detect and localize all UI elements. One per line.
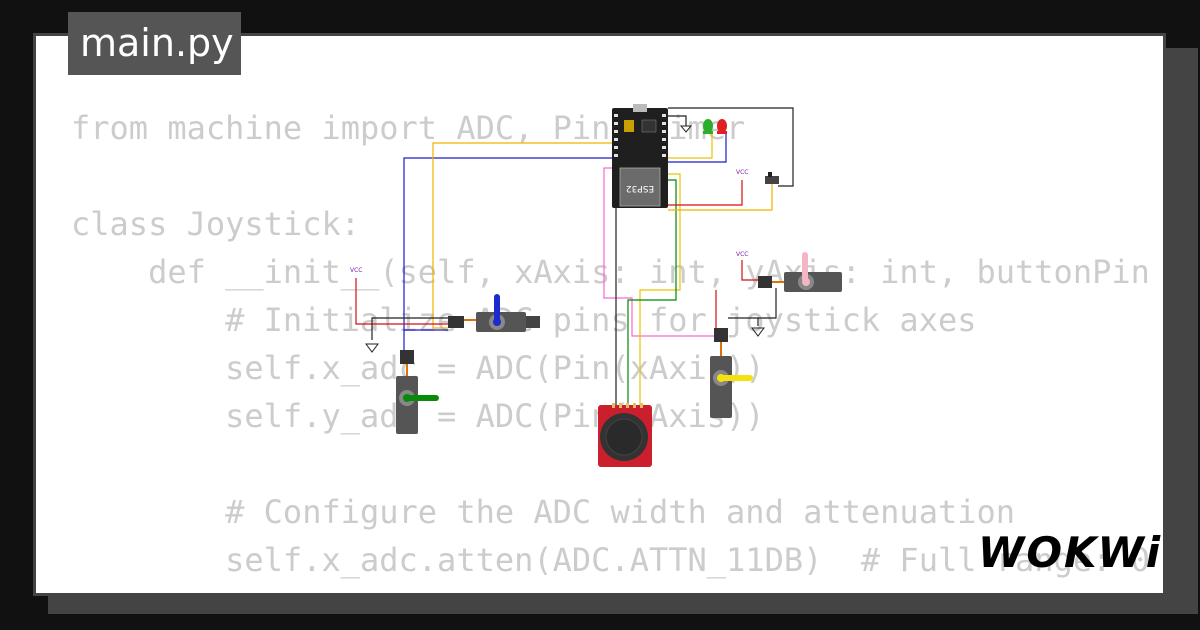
wire-yellow xyxy=(639,173,681,405)
vcc-label: VCC xyxy=(350,267,362,274)
joystick-module[interactable] xyxy=(598,403,652,467)
wokwi-logo: WOKWi xyxy=(978,528,1163,577)
servo-blue[interactable] xyxy=(448,294,540,332)
wire-orange xyxy=(432,142,612,329)
wire-servo3-gnd xyxy=(728,288,777,319)
wire-servo1-gnd xyxy=(371,317,448,340)
servo-green[interactable] xyxy=(396,350,439,434)
servo-yellow[interactable] xyxy=(710,328,753,418)
wire-green xyxy=(627,179,677,405)
slide-switch[interactable] xyxy=(765,172,779,184)
wire-pink xyxy=(603,167,716,337)
led-red[interactable] xyxy=(717,119,727,134)
wire-servo1-vcc xyxy=(355,278,448,325)
code-line: self.x_adc.atten(ADC.ATTN_11DB) # Full r… xyxy=(71,541,1150,579)
ground-symbol xyxy=(679,125,693,133)
ground-symbol xyxy=(365,343,379,353)
code-line: self.y_adc.atten(ADC.ATTN_11DB) # Full r… xyxy=(71,584,1150,593)
code-line: class Joystick: xyxy=(71,205,360,243)
led-green[interactable] xyxy=(703,119,713,134)
wire-servo3-vcc xyxy=(741,260,758,281)
vcc-markers: VCC VCC VCC xyxy=(350,169,748,274)
vcc-label: VCC xyxy=(736,251,748,258)
wire-black xyxy=(612,184,617,405)
vcc-label: VCC xyxy=(736,169,748,176)
esp32-label: ESP32 xyxy=(626,183,654,193)
servo-pink[interactable] xyxy=(758,252,842,292)
wire-led-blue xyxy=(668,134,727,163)
wire-red xyxy=(668,180,743,206)
esp32-board[interactable]: ESP32 xyxy=(612,104,668,208)
wire-orange-2 xyxy=(668,180,773,211)
wires xyxy=(355,107,794,405)
wire-led-yellow xyxy=(668,130,713,159)
wire-gnd-switch xyxy=(668,107,794,187)
wire-gnd-led xyxy=(668,115,687,126)
ground-symbol xyxy=(751,327,765,337)
wire-blue xyxy=(403,157,612,331)
file-tab[interactable]: main.py xyxy=(68,12,241,75)
code-line: # Initialize ADC pins for joystick axes xyxy=(225,301,977,339)
code-line: # Configure the ADC width and attenuatio… xyxy=(71,493,1016,531)
